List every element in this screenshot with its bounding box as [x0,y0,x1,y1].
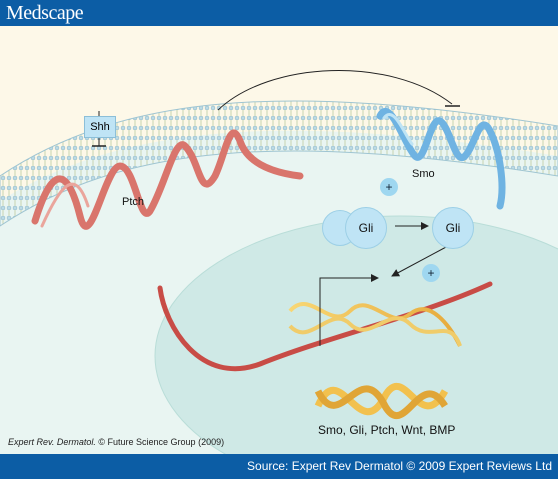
membrane-bilayer [0,100,558,227]
shh-label: Shh [90,121,110,133]
shh-ligand-box: Shh [84,116,116,138]
smo-receptor [376,108,506,210]
diagram-area: Shh Ptch Smo + + Gli Gli Smo, Gli, Ptch,… [0,26,558,454]
smo-label: Smo [412,168,435,180]
credit-journal: Expert Rev. Dermatol. [8,437,96,447]
gli-left-circle: Gli [345,207,387,249]
dna-helix-lower [314,383,449,419]
diagram-svg [0,70,558,454]
gli-left-label: Gli [358,221,374,235]
nucleus [154,215,558,454]
ptch-receptor [31,129,304,230]
ptch-smo-inhibition-line [217,70,453,111]
transcription-start-arrow [319,274,379,346]
plus-badge-smo: + [380,178,398,196]
target-genes-label: Smo, Gli, Ptch, Wnt, BMP [318,423,456,437]
gli-right-circle: Gli [432,207,474,249]
header-bar: Medscape [0,0,558,26]
ptch-label: Ptch [122,196,145,208]
credit-rest: © Future Science Group (2009) [98,437,225,447]
figure-credit: Expert Rev. Dermatol. © Future Science G… [8,437,224,447]
plus-badge-dna: + [422,264,440,282]
footer-bar: Source: Expert Rev Dermatol © 2009 Exper… [0,454,558,479]
gli-to-dna-arrow [391,245,449,277]
source-text: Source: Expert Rev Dermatol © 2009 Exper… [247,459,552,473]
gli-right-label: Gli [445,221,461,235]
dna-helix-upper [288,302,462,347]
brand-logo[interactable]: Medscape [6,2,84,24]
